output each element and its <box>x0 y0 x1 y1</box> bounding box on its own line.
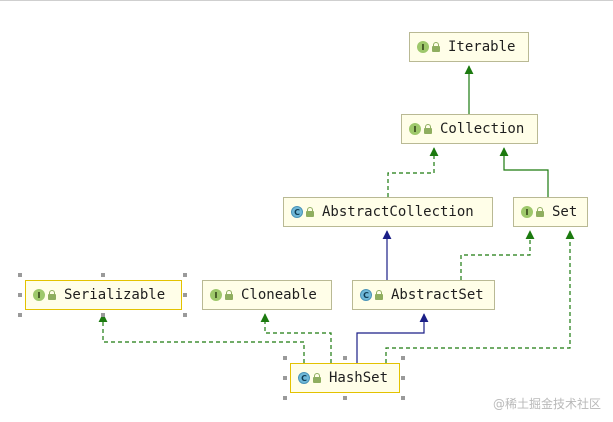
selection-handle[interactable] <box>401 356 405 360</box>
edge-abstractcollection-collection <box>387 147 439 197</box>
lock-icon <box>313 373 321 383</box>
selection-handle[interactable] <box>18 293 22 297</box>
class-badge-icon: C <box>291 206 303 218</box>
interface-badge-icon: I <box>210 289 222 301</box>
selection-handle[interactable] <box>18 273 22 277</box>
interface-badge-icon: I <box>33 289 45 301</box>
selection-handle[interactable] <box>283 396 287 400</box>
interface-badge-icon: I <box>417 41 429 53</box>
edge-abstractset-set <box>460 230 535 280</box>
lock-icon <box>225 290 233 300</box>
node-label: Cloneable <box>241 287 317 303</box>
node-label: Set <box>552 204 578 220</box>
edge-hashset-abstractset <box>356 313 429 363</box>
top-divider <box>0 0 613 1</box>
node-label: AbstractCollection <box>322 204 474 220</box>
node-abstract-collection[interactable]: C AbstractCollection <box>283 197 493 227</box>
selection-handle[interactable] <box>401 396 405 400</box>
selection-handle[interactable] <box>18 313 22 317</box>
edge-hashset-serializable <box>98 313 305 363</box>
node-iterable[interactable]: I Iterable <box>409 32 529 62</box>
selection-handle[interactable] <box>343 356 347 360</box>
interface-badge-icon: I <box>521 206 533 218</box>
selection-handle[interactable] <box>101 313 105 317</box>
lock-icon <box>536 207 544 217</box>
node-collection[interactable]: I Collection <box>401 114 538 144</box>
class-badge-icon: C <box>298 372 310 384</box>
class-badge-icon: C <box>360 289 372 301</box>
lock-icon <box>48 290 56 300</box>
selection-handle[interactable] <box>101 273 105 277</box>
selection-handle[interactable] <box>183 313 187 317</box>
lock-icon <box>306 207 314 217</box>
node-hashset[interactable]: C HashSet <box>290 363 400 393</box>
interface-badge-icon: I <box>409 123 421 135</box>
watermark: @稀土掘金技术社区 <box>492 397 601 411</box>
node-label: HashSet <box>329 370 389 386</box>
node-cloneable[interactable]: I Cloneable <box>202 280 332 310</box>
selection-handle[interactable] <box>401 376 405 380</box>
lock-icon <box>375 290 383 300</box>
edge-hashset-cloneable <box>260 313 332 363</box>
node-label: Iterable <box>448 39 516 55</box>
lock-icon <box>432 42 440 52</box>
node-serializable[interactable]: I Serializable <box>25 280 182 310</box>
selection-handle[interactable] <box>283 376 287 380</box>
selection-handle[interactable] <box>183 273 187 277</box>
lock-icon <box>424 124 432 134</box>
node-label: Serializable <box>64 287 166 303</box>
node-label: AbstractSet <box>391 287 484 303</box>
edge-hashset-set <box>385 230 575 363</box>
selection-handle[interactable] <box>283 356 287 360</box>
edge-set-collection <box>499 147 549 197</box>
node-label: Collection <box>440 121 525 137</box>
selection-handle[interactable] <box>343 396 347 400</box>
selection-handle[interactable] <box>183 293 187 297</box>
node-set[interactable]: I Set <box>513 197 588 227</box>
node-abstract-set[interactable]: C AbstractSet <box>352 280 495 310</box>
